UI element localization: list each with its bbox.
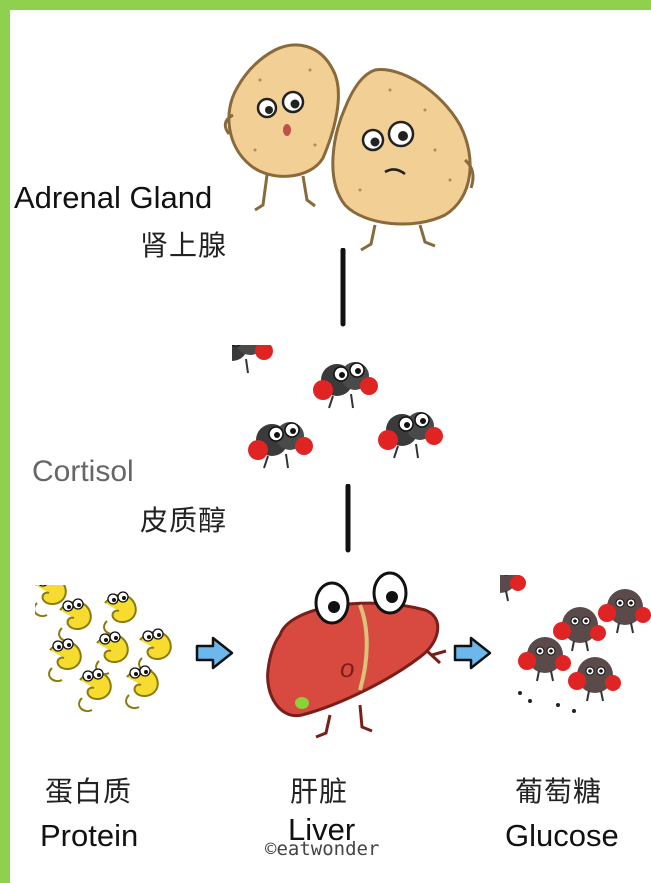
glucose-molecules-icon bbox=[500, 575, 651, 725]
adrenal-label-en: Adrenal Gland bbox=[14, 180, 212, 216]
liver-label-zh: 肝脏 bbox=[290, 770, 348, 810]
adrenal-label-zh: 肾上腺 bbox=[140, 224, 227, 264]
connector-line-bottom bbox=[343, 484, 353, 554]
watermark: ©eatwonder bbox=[265, 838, 379, 860]
arrow-right-icon bbox=[453, 635, 493, 671]
protein-label-en: Protein bbox=[40, 818, 138, 854]
adrenal-gland-icon bbox=[215, 30, 485, 260]
liver-icon: o bbox=[250, 565, 450, 740]
glucose-label-zh: 葡萄糖 bbox=[515, 770, 602, 810]
protein-molecules-icon bbox=[35, 585, 195, 725]
connector-line-top bbox=[338, 248, 348, 328]
svg-text:o: o bbox=[340, 653, 354, 683]
cortisol-label-en: Cortisol bbox=[32, 455, 134, 489]
glucose-label-en: Glucose bbox=[505, 818, 619, 854]
cortisol-molecules-icon bbox=[232, 345, 472, 485]
diagram-canvas: Adrenal Gland 肾上腺 Cortisol 皮质醇 bbox=[10, 10, 651, 883]
cortisol-label-zh: 皮质醇 bbox=[140, 499, 227, 539]
arrow-right-icon bbox=[195, 635, 235, 671]
protein-label-zh: 蛋白质 bbox=[45, 770, 132, 810]
